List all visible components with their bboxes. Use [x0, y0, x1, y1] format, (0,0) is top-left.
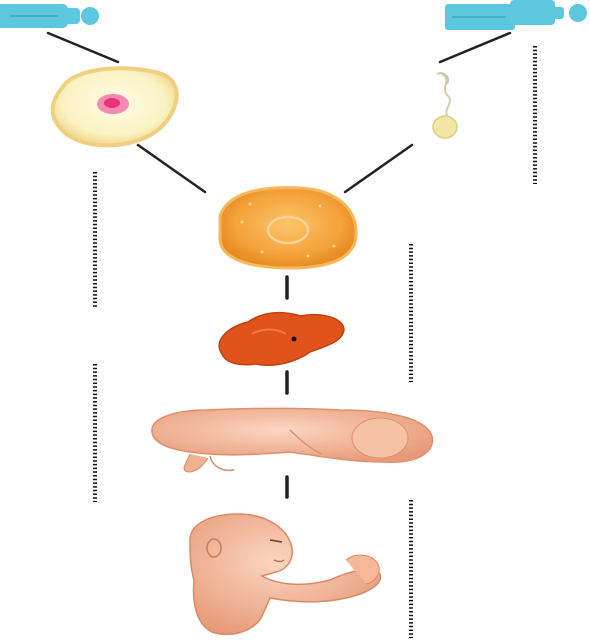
egg-cell-icon	[53, 68, 177, 145]
female-person-icon	[0, 4, 99, 28]
male-to-sperm-connector	[440, 33, 510, 62]
sperm-to-zygote-connector	[345, 145, 412, 192]
male-person-icon	[445, 0, 587, 30]
fertilized-egg-icon	[220, 188, 356, 268]
female-to-egg-connector	[48, 33, 118, 62]
sperm-cell-icon	[433, 73, 457, 138]
egg-to-zygote-connector	[138, 145, 205, 192]
fetus-icon	[152, 409, 433, 473]
embryo-icon	[219, 313, 344, 366]
baby-icon	[190, 514, 381, 634]
